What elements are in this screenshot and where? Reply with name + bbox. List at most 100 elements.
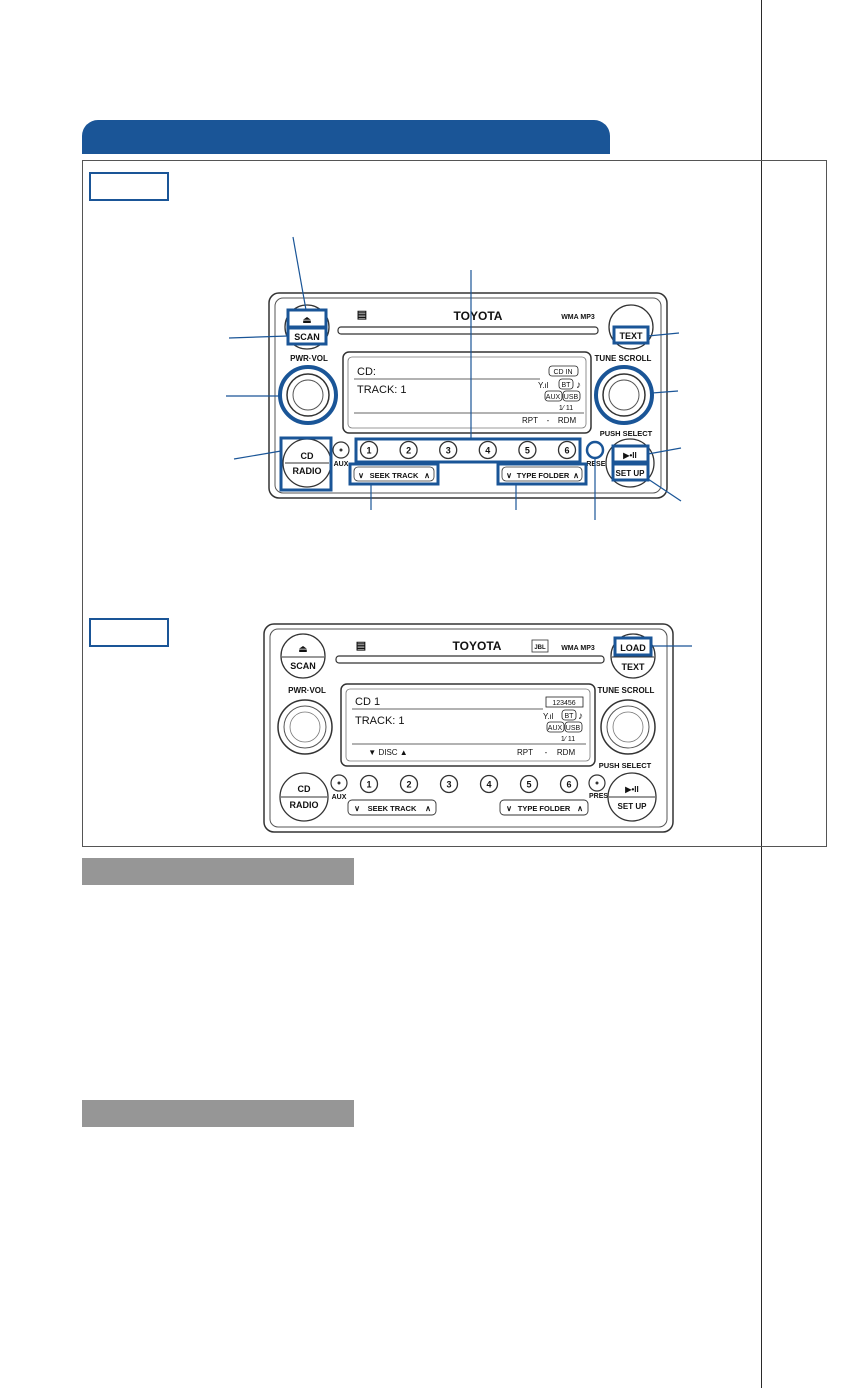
folder-up-icon-2: ∧	[577, 804, 583, 813]
bottom-preset-button-3[interactable]	[439, 774, 459, 794]
radio-label: RADIO	[293, 466, 322, 476]
rpt-rdm-separator-2: -	[545, 748, 548, 757]
bottom-preset-button-6[interactable]	[559, 774, 579, 794]
type-folder-label-2: TYPE FOLDER	[518, 804, 571, 813]
jbl-logo: JBL	[534, 645, 546, 651]
section-bar-1	[82, 858, 354, 885]
rdm-indicator-2: RDM	[557, 748, 576, 757]
bottom-preset-button-1[interactable]	[359, 774, 379, 794]
push-select-label-2: PUSH SELECT	[599, 761, 652, 770]
format-label: WMA MP3	[561, 314, 595, 321]
setup-button[interactable]	[611, 462, 650, 482]
top-preset-button-5[interactable]	[518, 440, 537, 460]
aux-label: AUX	[334, 461, 349, 468]
top-preset-button-3[interactable]	[439, 440, 458, 460]
seek-down-icon-2: ∨	[354, 804, 360, 813]
seek-up-icon: ∧	[424, 471, 430, 480]
seek-track-label: SEEK TRACK	[370, 471, 419, 480]
top-preset-label-4: 4	[485, 446, 490, 456]
type-folder-rocker-2[interactable]	[499, 799, 589, 816]
display-line2-2: TRACK: 1	[355, 715, 405, 727]
text-label-2: TEXT	[621, 662, 645, 672]
type-folder-rocker[interactable]	[496, 462, 588, 486]
folder-down-icon: ∨	[506, 471, 512, 480]
brand-label-2: TOYOTA	[453, 639, 502, 653]
usb-badge: USB	[564, 394, 579, 401]
pwr-vol-label-2: PWR·VOL	[288, 686, 326, 695]
page-margin-line	[761, 0, 762, 1388]
cd-slot	[337, 326, 599, 335]
folder-up-icon: ∧	[573, 471, 579, 480]
rpt-indicator: RPT	[522, 416, 538, 425]
bottom-preset-label-3: 3	[446, 780, 451, 790]
music-note-icon-2: ♪	[578, 711, 583, 722]
setup-label: SET UP	[616, 469, 646, 478]
bottom-preset-label-4: 4	[486, 780, 491, 790]
radio-top-illustration: ▤ TOYOTA WMA MP3 ⏏ SCAN TEXT PWR·VOL TUN…	[226, 236, 692, 833]
bt-badge-2: BT	[565, 713, 575, 720]
display-line1-2: CD 1	[355, 696, 380, 708]
cd-label-2: CD	[298, 784, 311, 794]
top-preset-button-2[interactable]	[399, 440, 418, 460]
cd-in-badge: CD IN	[553, 369, 572, 376]
cd-logo-icon: ▤	[357, 309, 367, 321]
figure-frame	[82, 160, 827, 847]
track-count-2: 1⁄ 11	[561, 736, 575, 743]
seek-track-label-2: SEEK TRACK	[368, 804, 417, 813]
seek-down-icon: ∨	[358, 471, 364, 480]
bottom-preset-label-1: 1	[366, 780, 371, 790]
setup-label-2[interactable]: SET UP	[618, 802, 648, 811]
callout-lines-top	[226, 236, 682, 520]
bottom-preset-button-4[interactable]	[479, 774, 499, 794]
scan-label-2: SCAN	[290, 661, 316, 671]
signal-icon-2: Y.ıl	[543, 712, 554, 721]
rpt-rdm-separator: -	[547, 416, 550, 425]
top-preset-button-6[interactable]	[557, 440, 577, 460]
text-button[interactable]	[612, 325, 650, 345]
section-bar-2	[82, 1100, 354, 1127]
radio-label-2: RADIO	[290, 800, 319, 810]
reset-label: RESET	[586, 461, 610, 468]
top-preset-label-6: 6	[564, 446, 569, 456]
top-preset-button-4[interactable]	[478, 440, 497, 460]
display-line1: CD:	[357, 366, 376, 378]
play-pause-icon-2[interactable]: ▶•II	[624, 785, 638, 794]
display-line2: TRACK: 1	[357, 384, 407, 396]
disc-indicator: ▼ DISC ▲	[368, 748, 407, 757]
bottom-preset-button-5[interactable]	[519, 774, 539, 794]
usb-badge-2: USB	[566, 725, 581, 732]
top-preset-label-1: 1	[366, 446, 371, 456]
figure-tag-bottom	[89, 618, 169, 647]
top-preset-label-2: 2	[406, 446, 411, 456]
tune-scroll-label: TUNE SCROLL	[595, 354, 652, 363]
top-preset-button-1[interactable]	[359, 440, 379, 460]
seek-track-rocker-2[interactable]	[347, 799, 437, 816]
seek-track-rocker[interactable]	[348, 462, 440, 486]
section-header-tab	[82, 120, 610, 154]
preset-buttons-group	[354, 437, 582, 464]
bottom-preset-label-5: 5	[526, 780, 531, 790]
eject-icon-2: ⏏	[298, 644, 307, 655]
aux-badge-2: AUX	[548, 725, 563, 732]
bottom-preset-button-2[interactable]	[399, 774, 419, 794]
folder-down-icon-2: ∨	[506, 804, 512, 813]
cd-radio-button[interactable]	[279, 436, 333, 492]
bottom-preset-label-2: 2	[406, 780, 411, 790]
top-preset-label-3: 3	[446, 446, 451, 456]
seek-up-icon-2: ∧	[425, 804, 431, 813]
load-label: LOAD	[620, 643, 646, 653]
aux-badge: AUX	[546, 394, 561, 401]
bt-badge: BT	[562, 382, 572, 389]
play-pause-icon: ▶•II	[622, 451, 636, 460]
format-label-2: WMA MP3	[561, 645, 595, 652]
scan-label: SCAN	[294, 332, 320, 342]
type-folder-label: TYPE FOLDER	[517, 471, 570, 480]
reset-button[interactable]	[585, 440, 605, 460]
cd-label: CD	[301, 451, 314, 461]
rdm-indicator: RDM	[558, 416, 577, 425]
music-note-icon: ♪	[576, 380, 581, 391]
text-label: TEXT	[619, 331, 643, 341]
figure-tag-top	[89, 172, 169, 201]
track-count: 1⁄ 11	[559, 405, 573, 412]
top-preset-label-5: 5	[525, 446, 530, 456]
